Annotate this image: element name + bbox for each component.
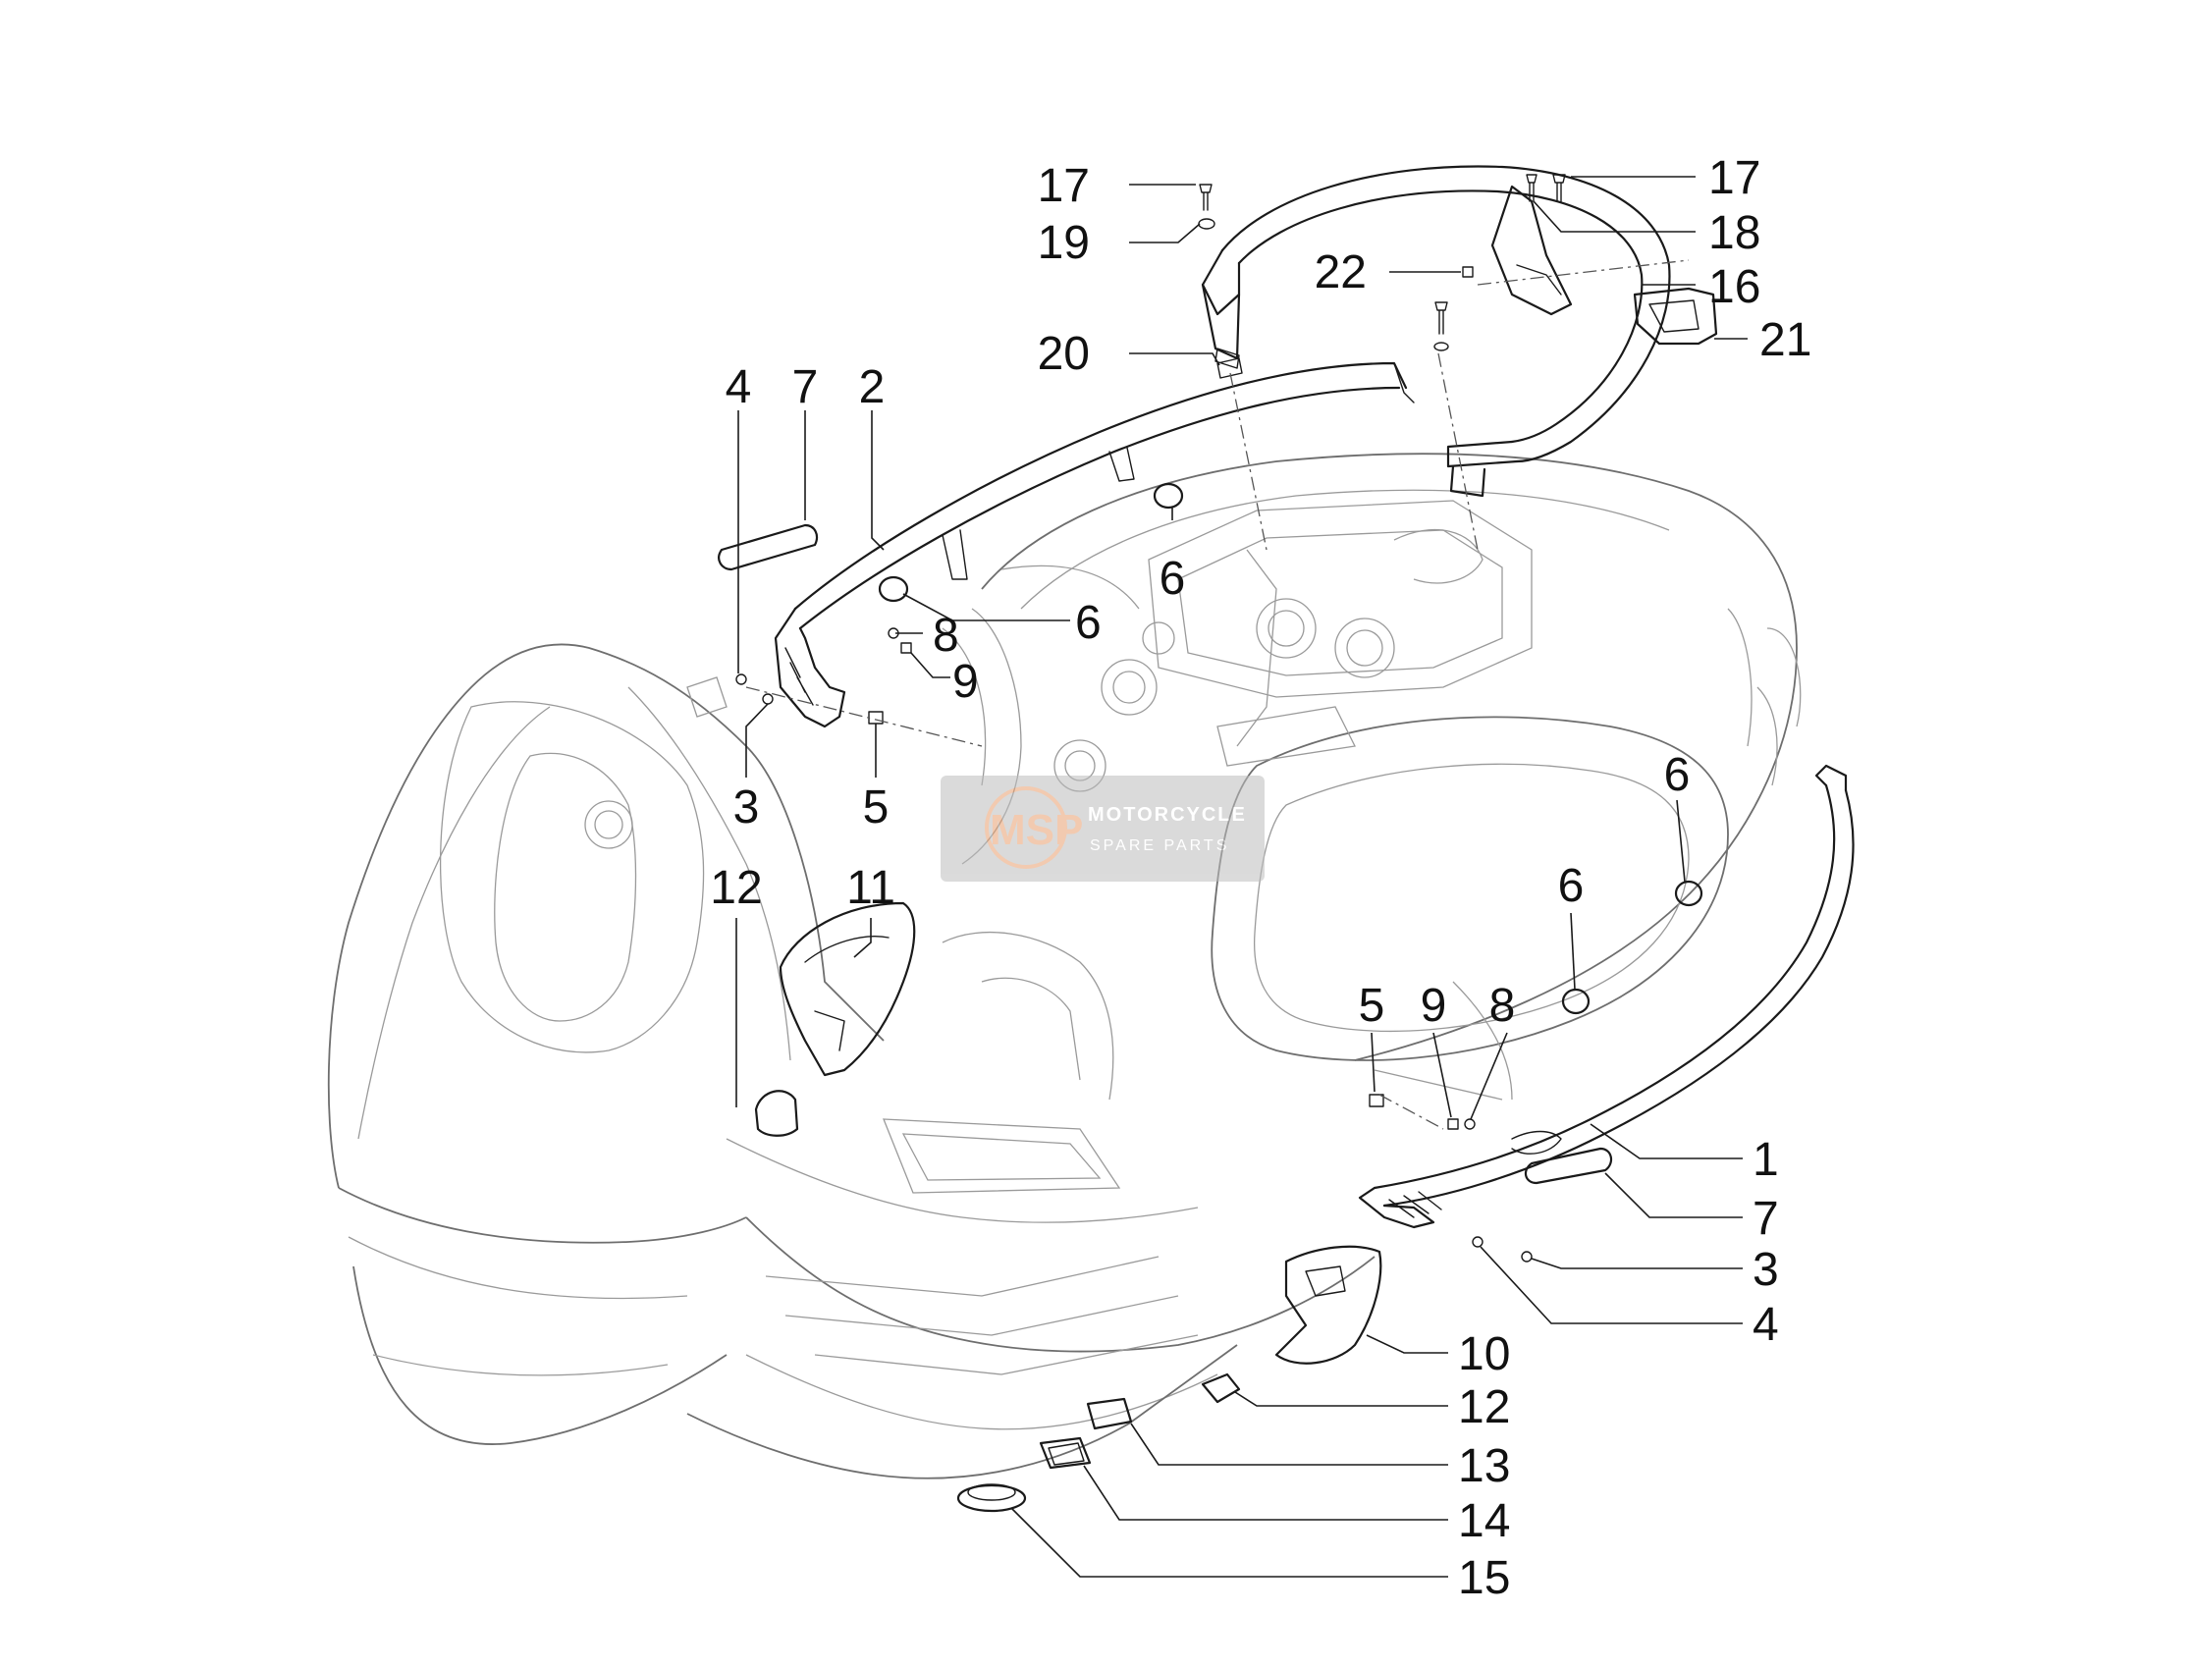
- callout-labels: 17 19 22 20 17 18 16 21 4 7 2 8 9 6 6 3 …: [710, 152, 1811, 1604]
- watermark-gear-icon: [985, 786, 1067, 869]
- watermark: MSP MOTORCYCLE SPARE PARTS: [941, 776, 1265, 882]
- callout-12-right: 12: [1458, 1381, 1510, 1433]
- callout-3-right: 3: [1753, 1244, 1779, 1296]
- part-1-right-side-trim[interactable]: [1358, 764, 1855, 1229]
- watermark-logo-text: MSP: [990, 806, 1083, 854]
- part-14-cap[interactable]: [1039, 1436, 1092, 1470]
- callout-20: 20: [1038, 328, 1090, 380]
- callout-4-left: 4: [726, 361, 752, 413]
- callout-21: 21: [1759, 314, 1811, 366]
- callout-6-right-b: 6: [1558, 860, 1585, 912]
- part-2-left-side-trim[interactable]: [774, 361, 1415, 728]
- part-12-clip-left[interactable]: [754, 1090, 799, 1137]
- callout-13: 13: [1458, 1440, 1510, 1492]
- callout-14: 14: [1458, 1495, 1510, 1547]
- callout-3-left: 3: [733, 781, 760, 834]
- part-13-cap[interactable]: [1086, 1397, 1133, 1430]
- hardware-small: [735, 174, 1566, 1263]
- callout-19: 19: [1038, 217, 1090, 269]
- callout-9-right: 9: [1421, 980, 1447, 1032]
- callout-2: 2: [859, 361, 886, 413]
- callout-4-right: 4: [1753, 1299, 1779, 1351]
- callout-8-right: 8: [1489, 980, 1516, 1032]
- callout-6-top-b: 6: [1160, 553, 1186, 605]
- callout-11: 11: [846, 862, 895, 914]
- callout-6-top-a: 6: [1075, 597, 1102, 649]
- callout-10: 10: [1458, 1328, 1510, 1380]
- callout-22: 22: [1315, 246, 1367, 298]
- part-21-end-cap[interactable]: [1633, 287, 1718, 346]
- callout-6-right-a: 6: [1664, 749, 1691, 801]
- callout-7-left: 7: [792, 361, 819, 413]
- callout-17-left: 17: [1038, 160, 1090, 212]
- watermark-panel: [941, 776, 1265, 882]
- callout-15: 15: [1458, 1552, 1510, 1604]
- callout-9-left: 9: [952, 656, 979, 708]
- leader-lines: [735, 176, 1748, 1578]
- callout-1: 1: [1753, 1134, 1779, 1186]
- part-11-inner-guard[interactable]: [779, 901, 916, 1077]
- callout-18: 18: [1708, 207, 1760, 259]
- callout-17-right: 17: [1708, 152, 1760, 204]
- part-15-grommet[interactable]: [956, 1483, 1027, 1513]
- callout-8-left: 8: [933, 610, 959, 662]
- callout-12-left: 12: [710, 862, 762, 914]
- part-10-inner-guard[interactable]: [1274, 1245, 1382, 1365]
- watermark-line1: MOTORCYCLE: [1088, 804, 1247, 826]
- callout-16: 16: [1708, 261, 1760, 313]
- alignment-lines: [745, 259, 1690, 1130]
- part-7-badge-right[interactable]: [1524, 1147, 1613, 1185]
- part-6-grommets[interactable]: [878, 482, 1703, 1015]
- watermark-line2: SPARE PARTS: [1090, 837, 1229, 854]
- scooter-body: [327, 453, 1802, 1479]
- callout-5-right: 5: [1359, 980, 1385, 1032]
- callout-7-right: 7: [1753, 1193, 1779, 1245]
- callout-5-left: 5: [863, 781, 890, 834]
- part-12-clip-right[interactable]: [1201, 1372, 1241, 1404]
- part-16-rear-rack[interactable]: [1201, 165, 1671, 498]
- part-7-badge-left[interactable]: [718, 523, 819, 571]
